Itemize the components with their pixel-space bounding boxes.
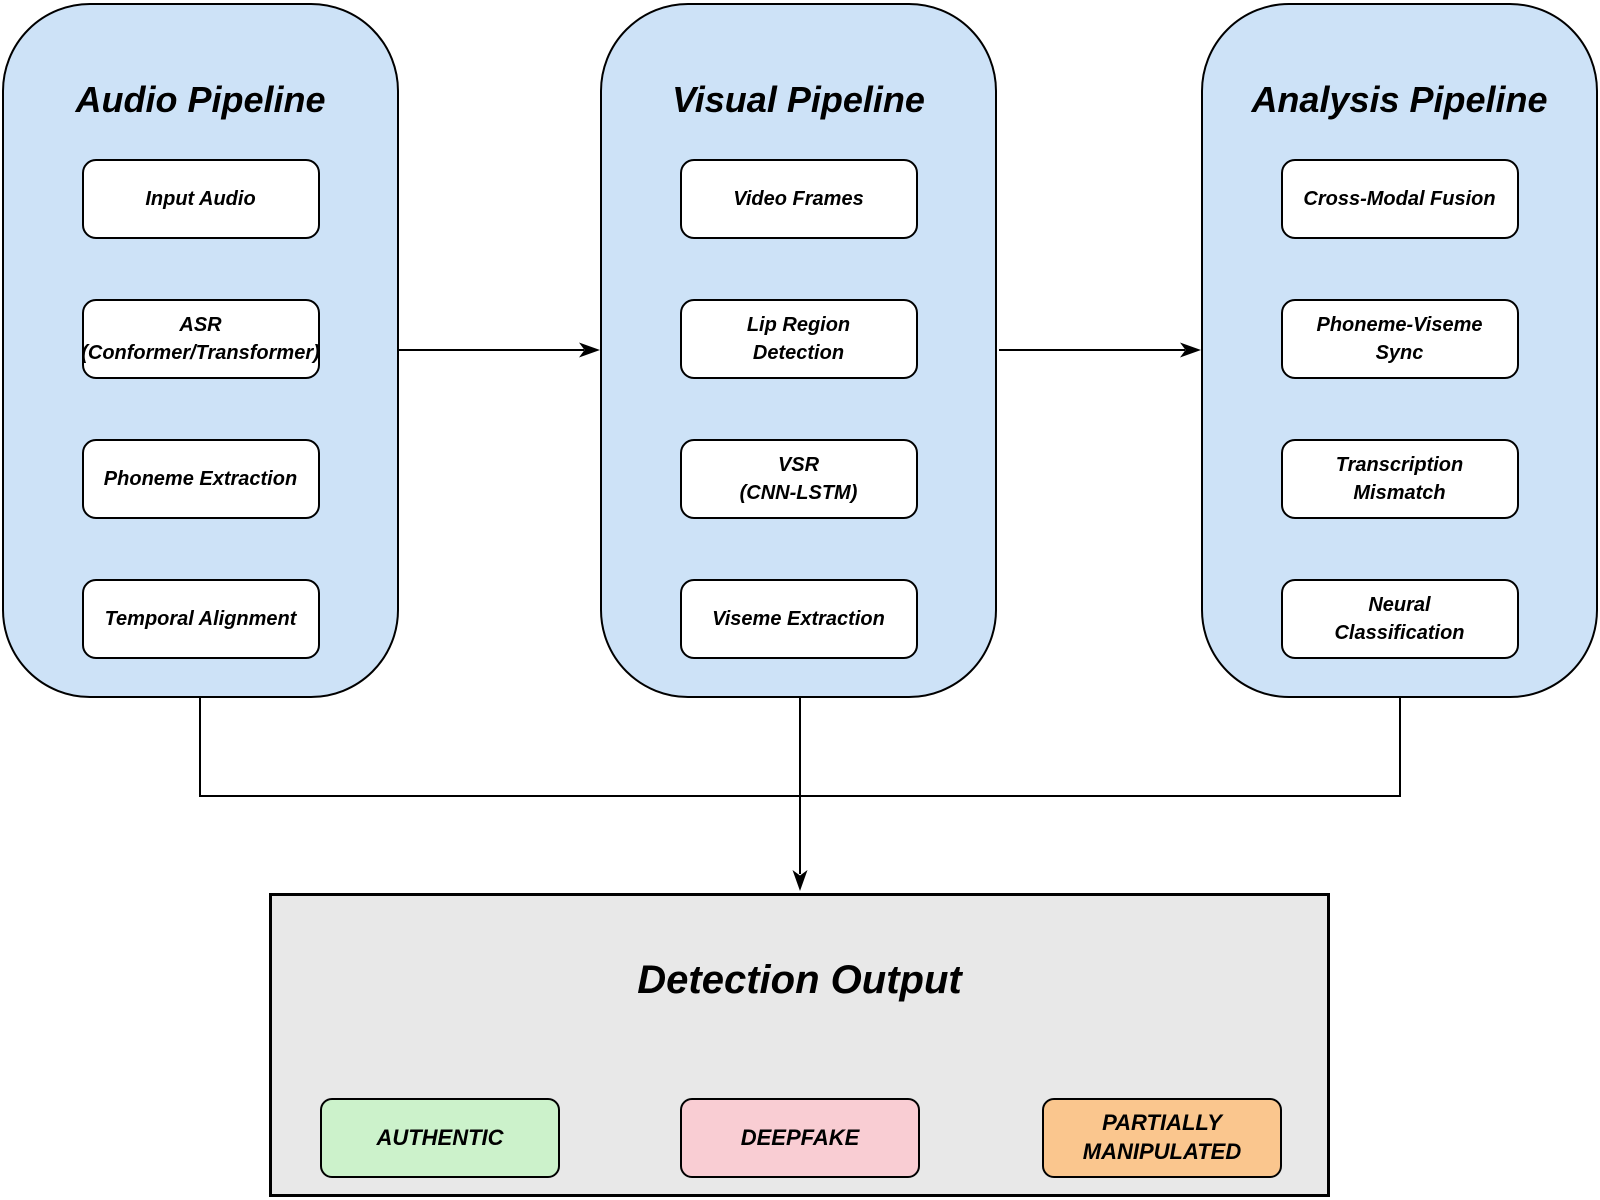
box-phoneme-viseme-sync: Phoneme-Viseme Sync [1280,299,1519,379]
detection-output-panel: Detection Output AUTHENTIC DEEPFAKE PART… [269,893,1330,1197]
arrowhead-right-icon [1180,342,1201,358]
result-deepfake: DEEPFAKE [680,1098,920,1178]
box-transcription-mismatch: Transcription Mismatch [1280,439,1519,519]
result-authentic: AUTHENTIC [320,1098,560,1178]
box-input-audio: Input Audio [81,159,320,239]
pipeline-analysis-title: Analysis Pipeline [1251,79,1548,120]
box-lip-region-detection: Lip Region Detection [679,299,918,379]
box-viseme-extraction: Viseme Extraction [679,579,918,659]
box-temporal-alignment: Temporal Alignment [81,579,320,659]
pipeline-analysis: Analysis Pipeline Cross-Modal Fusion Pho… [1201,3,1598,698]
box-neural-classification: Neural Classification [1280,579,1519,659]
box-asr: ASR (Conformer/Transformer) [81,299,320,379]
box-video-frames: Video Frames [679,159,918,239]
box-phoneme-extraction: Phoneme Extraction [81,439,320,519]
pipeline-audio-title: Audio Pipeline [75,79,326,120]
pipeline-visual-title: Visual Pipeline [672,79,925,120]
arrowhead-right-icon [579,342,600,358]
box-vsr: VSR (CNN-LSTM) [679,439,918,519]
merge-connector-line [199,697,1401,797]
pipeline-visual: Visual Pipeline Video Frames Lip Region … [600,3,997,698]
box-cross-modal-fusion: Cross-Modal Fusion [1280,159,1519,239]
result-partially-manipulated: PARTIALLY MANIPULATED [1042,1098,1282,1178]
pipeline-audio: Audio Pipeline Input Audio ASR (Conforme… [2,3,399,698]
arrowhead-down-icon [792,870,808,891]
detection-output-title: Detection Output [637,958,962,1002]
